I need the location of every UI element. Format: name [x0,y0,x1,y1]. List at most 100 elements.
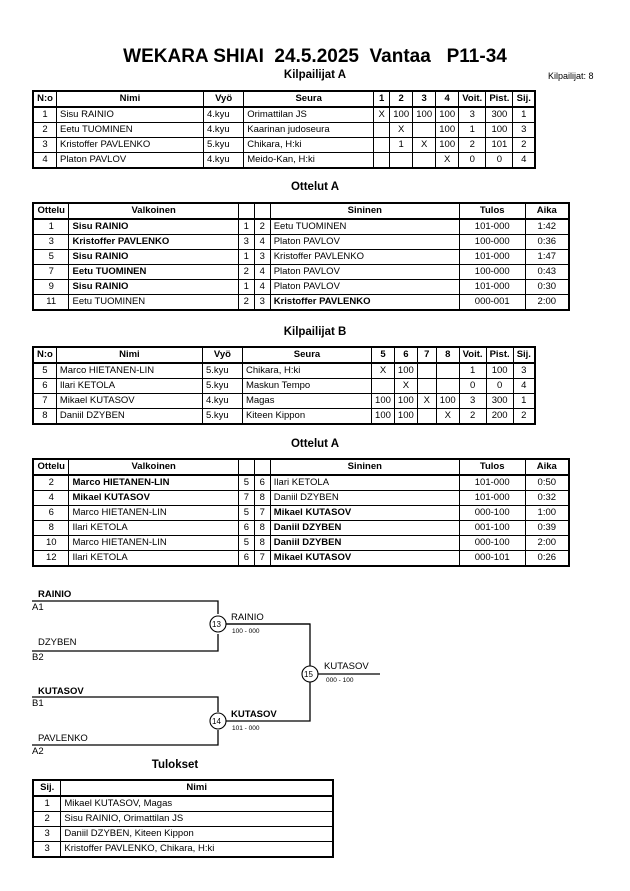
column-header: Vyö [202,90,245,108]
match-time: 2:00 [524,535,570,551]
match-result: 000-101 [458,550,526,567]
column-header: Pist. [485,90,514,108]
column-header: Ottelu [32,458,70,476]
column-header: Tulos [458,202,526,220]
result-name: Kristoffer PAVLENKO, Chikara, H:ki [60,841,334,858]
column-header: Aika [524,202,570,220]
table-cell [373,137,391,153]
bracket-semi1-result: 100 - 000 [232,628,260,635]
column-header: Sininen [269,458,460,476]
match-result: 000-100 [458,535,526,551]
column-header: Nimi [55,346,203,364]
match-time: 0:26 [524,550,570,567]
bracket-semi2-winner: KUTASOV [231,709,277,720]
column-header: Seura [243,90,375,108]
match-time: 2:00 [524,294,570,311]
bracket-final-winner: KUTASOV [324,661,369,672]
competitors-count: Kilpailijat: 8 [548,71,594,81]
match-13-marker [209,615,227,633]
column-header: 7 [416,346,437,364]
table-cell: 100 [435,137,460,153]
matches-a-title: Ottelut A [290,181,340,193]
table-cell: 300 [485,393,514,409]
column-header: Valkoinen [68,202,239,220]
column-header: Valkoinen [68,458,239,476]
match-14-marker [209,712,227,730]
white-competitor: Sisu RAINIO [68,279,239,295]
table-cell: Platon PAVLOV [55,152,204,169]
results-title: Tulokset [151,759,199,771]
bracket-match-14-no: 14 [212,717,221,726]
bracket-semi1-top: RAINIO [38,589,72,600]
blue-competitor: Kristoffer PAVLENKO [269,294,460,311]
table-cell: 8 [32,408,57,425]
table-cell: 101 [485,137,514,153]
bracket-semi2-top-seed: B1 [32,698,44,709]
result-name: Daniil DZYBEN, Kiteen Kippon [60,826,334,842]
bracket-semi1-bottom-seed: B2 [32,652,44,663]
column-header: Sij. [512,346,536,364]
table-cell: 3 [32,137,57,153]
column-header: 1 [373,90,391,108]
bracket-semi2-bottom-seed: A2 [32,746,44,757]
table-cell: 3 [458,393,487,409]
white-competitor: Ilari KETOLA [68,550,239,567]
bracket-final-result: 000 - 100 [326,677,354,684]
match-number: 9 [32,279,70,295]
placement: 2 [32,811,62,827]
results-header-row: Sij.Nimi [32,779,334,797]
pool-b-title: Kilpailijat B [283,326,347,338]
column-header: Nimi [55,90,204,108]
table-cell: Kiteen Kippon [241,408,373,425]
table-cell [373,152,391,169]
column-header: Ottelu [32,202,70,220]
column-header: Tulos [458,458,526,476]
column-header: Sij. [32,779,62,797]
column-header: 5 [371,346,395,364]
table-cell: 100 [371,408,395,425]
column-header: Aika [524,458,570,476]
table-cell: 2 [512,137,536,153]
table-cell: 7 [32,393,57,409]
table-cell: 2 [512,408,536,425]
matches-b-title: Ottelut A [290,438,340,450]
bracket-semi2-result: 101 - 000 [232,725,260,732]
table-cell: 4 [512,152,536,169]
column-header: Voit. [458,346,487,364]
column-header: Pist. [485,346,514,364]
table-cell: 1 [512,393,536,409]
placement: 3 [32,826,62,842]
table-cell: 0 [485,152,514,169]
column-header: Sininen [269,202,460,220]
table-cell: 4 [32,152,57,169]
table-cell: 3 [512,362,536,379]
table-cell: X [416,393,437,409]
column-header: Nimi [60,779,334,797]
white-competitor: Marco HIETANEN-LIN [68,535,239,551]
column-header: Sij. [512,90,536,108]
placement: 1 [32,795,62,812]
placement: 3 [32,841,62,858]
bracket-semi1-winner: RAINIO [231,612,264,623]
